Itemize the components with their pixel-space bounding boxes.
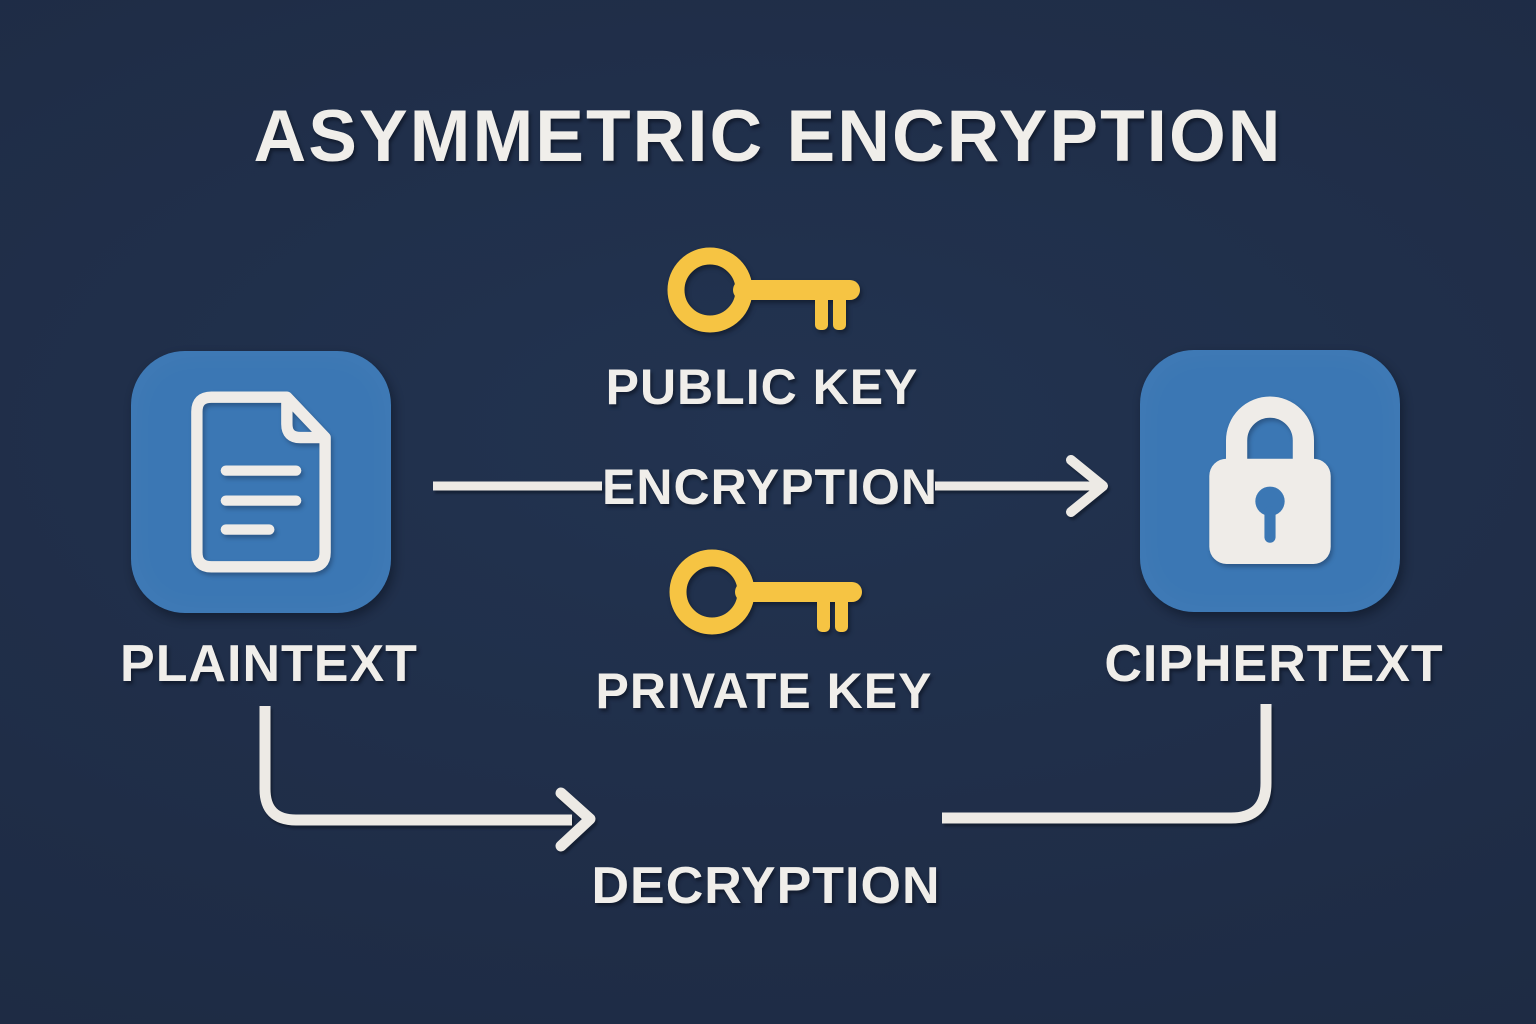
decryption-label: DECRYPTION (591, 857, 941, 915)
decryption-elbow-right (942, 704, 1272, 824)
plaintext-node (131, 351, 391, 613)
encryption-label: ENCRYPTION (602, 459, 938, 515)
encryption-arrowhead (1066, 455, 1108, 517)
public-key-icon (667, 247, 860, 333)
ciphertext-label: CIPHERTEXT (1104, 635, 1444, 693)
private-key-label: PRIVATE KEY (595, 663, 933, 719)
document-icon (191, 391, 331, 573)
public-key-label: PUBLIC KEY (605, 359, 919, 415)
diagram-title: ASYMMETRIC ENCRYPTION (253, 96, 1283, 177)
ciphertext-node (1140, 350, 1400, 612)
lock-icon (1209, 396, 1331, 564)
decryption-arrowhead (555, 787, 596, 852)
private-key-icon (669, 549, 862, 635)
plaintext-label: PLAINTEXT (120, 635, 418, 693)
decryption-elbow-left (259, 706, 572, 826)
